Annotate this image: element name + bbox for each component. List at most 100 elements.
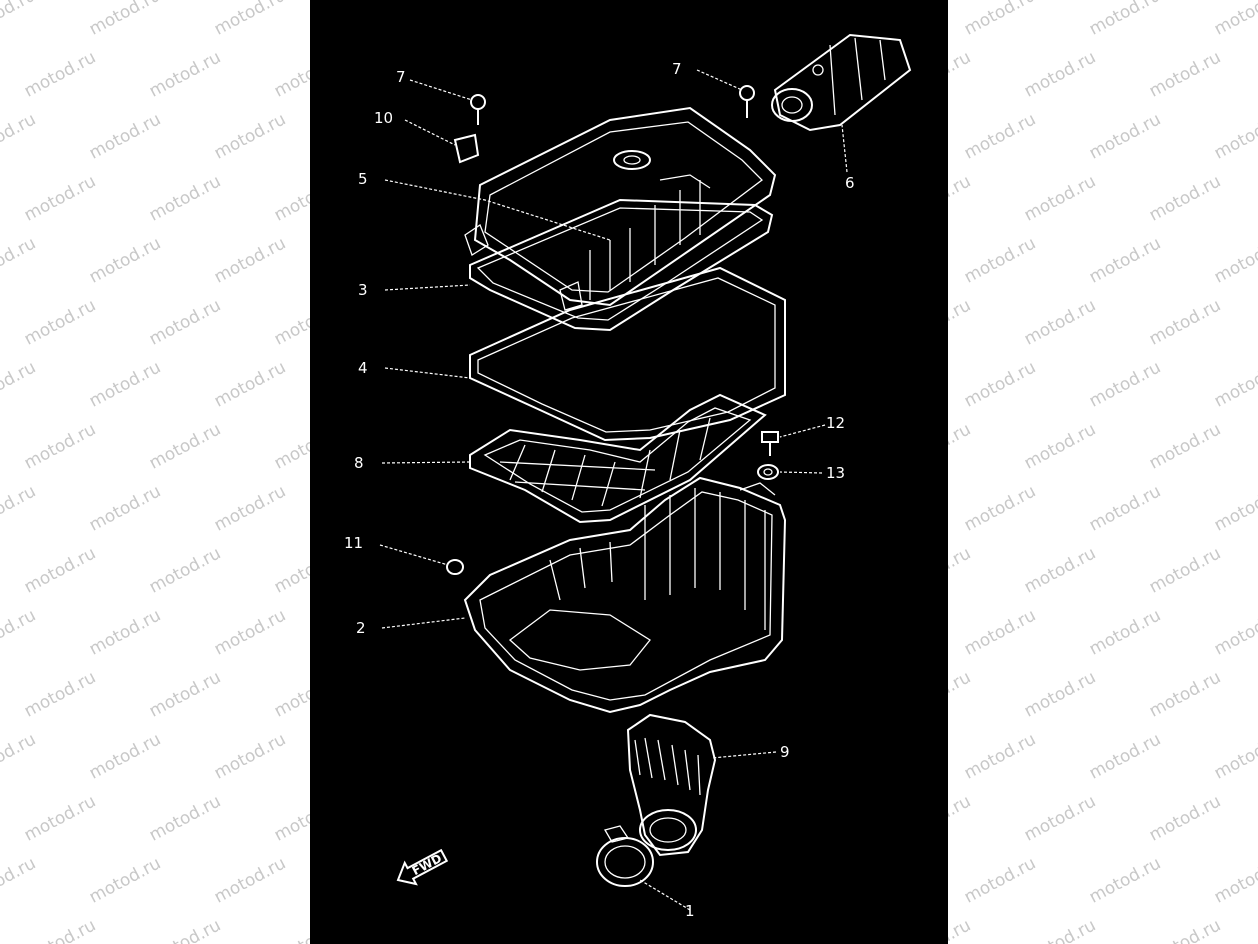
watermark-text: motod.ru [86,729,165,784]
part-10-clip [453,133,480,164]
watermark-text: motod.ru [1086,605,1165,660]
watermark-text: motod.ru [0,109,40,164]
watermark-text: motod.ru [146,915,225,944]
watermark-text: motod.ru [21,47,100,102]
watermark-text: motod.ru [86,605,165,660]
exploded-diagram-panel: 7 7 10 5 3 4 8 11 2 9 1 12 13 6 FWD [310,0,948,944]
watermark-text: motod.ru [211,729,290,784]
watermark-text: motod.ru [0,605,40,660]
watermark-text: motod.ru [1086,853,1165,908]
watermark-text: motod.ru [1211,605,1258,660]
watermark-text: motod.ru [961,233,1040,288]
watermark-text: motod.ru [211,109,290,164]
watermark-text: motod.ru [21,791,100,846]
callout-12: 12 [826,414,845,432]
watermark-text: motod.ru [1211,0,1258,40]
watermark-text: motod.ru [1146,47,1225,102]
watermark-text: motod.ru [21,419,100,474]
part-8-grid-frame [469,393,767,524]
watermark-text: motod.ru [1021,915,1100,944]
watermark-text: motod.ru [211,0,290,40]
part-1-clamp [596,825,654,887]
watermark-text: motod.ru [1146,419,1225,474]
callout-9: 9 [780,743,790,761]
callout-5: 5 [358,170,368,188]
part-3-gasket [469,198,774,332]
watermark-text: motod.ru [1146,543,1225,598]
callout-4: 4 [358,359,368,377]
watermark-text: motod.ru [1146,667,1225,722]
callout-11: 11 [344,534,363,552]
watermark-text: motod.ru [1021,791,1100,846]
watermark-text: motod.ru [146,171,225,226]
callout-1: 1 [685,902,695,920]
callout-2: 2 [356,619,366,637]
watermark-text: motod.ru [961,357,1040,412]
watermark-text: motod.ru [86,357,165,412]
watermark-text: motod.ru [1086,233,1165,288]
callout-7a: 7 [396,68,406,86]
watermark-text: motod.ru [1086,481,1165,536]
watermark-text: motod.ru [961,605,1040,660]
watermark-text: motod.ru [0,481,40,536]
watermark-text: motod.ru [21,667,100,722]
callout-6: 6 [845,174,855,192]
air-box-diagram: 7 7 10 5 3 4 8 11 2 9 1 12 13 6 FWD [344,33,912,920]
watermark-text: motod.ru [146,419,225,474]
watermark-text: motod.ru [211,357,290,412]
watermark-text: motod.ru [1211,233,1258,288]
watermark-text: motod.ru [961,109,1040,164]
fwd-label: FWD [410,851,444,878]
watermark-text: motod.ru [86,233,165,288]
part-4-filter [469,266,786,442]
watermark-text: motod.ru [1021,419,1100,474]
part-12-bolt [761,431,779,456]
watermark-text: motod.ru [21,171,100,226]
callout-13: 13 [826,464,845,482]
part-6-intake-duct [771,33,912,132]
watermark-text: motod.ru [146,47,225,102]
watermark-text: motod.ru [1021,667,1100,722]
watermark-text: motod.ru [0,233,40,288]
watermark-text: motod.ru [0,357,40,412]
watermark-text: motod.ru [1211,853,1258,908]
watermark-text: motod.ru [961,481,1040,536]
watermark-text: motod.ru [86,0,165,40]
watermark-text: motod.ru [961,0,1040,40]
watermark-text: motod.ru [146,791,225,846]
part-11-grommet [446,559,464,575]
watermark-text: motod.ru [1211,481,1258,536]
watermark-text: motod.ru [146,543,225,598]
watermark-text: motod.ru [0,853,40,908]
callout-10: 10 [374,109,393,127]
watermark-text: motod.ru [1086,0,1165,40]
callout-3: 3 [358,281,368,299]
fwd-arrow-icon: FWD [396,848,449,886]
watermark-text: motod.ru [1086,109,1165,164]
watermark-text: motod.ru [21,915,100,944]
watermark-text: motod.ru [211,233,290,288]
watermark-text: motod.ru [21,543,100,598]
watermark-text: motod.ru [1086,357,1165,412]
watermark-text: motod.ru [211,605,290,660]
watermark-text: motod.ru [0,0,40,40]
part-13-washer [757,464,779,480]
watermark-text: motod.ru [1021,295,1100,350]
watermark-text: motod.ru [21,295,100,350]
watermark-text: motod.ru [961,729,1040,784]
watermark-text: motod.ru [86,481,165,536]
watermark-text: motod.ru [1146,171,1225,226]
watermark-text: motod.ru [1146,791,1225,846]
watermark-text: motod.ru [211,853,290,908]
watermark-text: motod.ru [86,853,165,908]
watermark-text: motod.ru [1146,295,1225,350]
watermark-text: motod.ru [1211,109,1258,164]
watermark-text: motod.ru [961,853,1040,908]
watermark-text: motod.ru [1021,47,1100,102]
watermark-text: motod.ru [146,667,225,722]
callout-8: 8 [354,454,364,472]
callout-7b: 7 [672,60,682,78]
watermark-text: motod.ru [1021,543,1100,598]
part-9-joint [626,713,717,857]
part-7-screw-a [470,94,486,125]
